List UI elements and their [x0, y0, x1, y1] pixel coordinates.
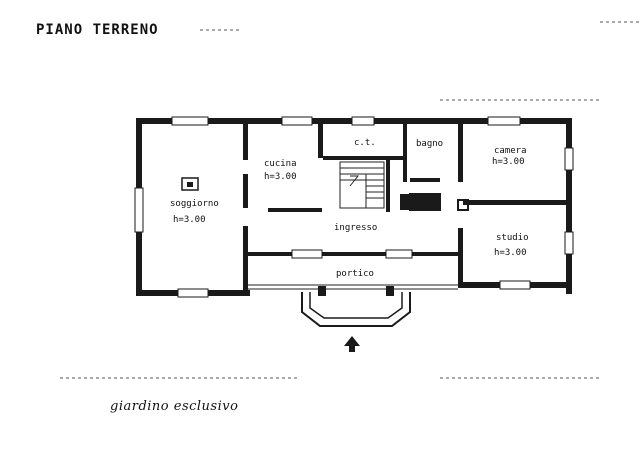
room-soggiorno-label: soggiorno: [170, 199, 219, 209]
room-camera-label: camera: [494, 146, 527, 156]
bagno-shaft: [409, 193, 441, 211]
room-cucina-height: h=3.00: [264, 172, 297, 182]
room-portico-label: portico: [336, 269, 374, 279]
room-studio-height: h=3.00: [494, 248, 527, 258]
plan-title: PIANO TERRENO: [36, 22, 159, 38]
fireplace-symbol: [181, 177, 199, 191]
staircase: [339, 161, 385, 209]
room-cucina-label: cucina: [264, 159, 297, 169]
portico-openings: [248, 249, 458, 290]
room-bagno-label: bagno: [416, 139, 443, 149]
room-studio-label: studio: [496, 233, 529, 243]
room-soggiorno-height: h=3.00: [173, 215, 206, 225]
garden-label: giardino esclusivo: [110, 399, 238, 414]
room-camera-height: h=3.00: [492, 157, 525, 167]
top-windows: [134, 116, 574, 298]
room-ingresso-label: ingresso: [334, 223, 377, 233]
entrance-arrow-icon: [344, 336, 360, 352]
portico-steps: [301, 286, 411, 327]
pillar: [457, 199, 469, 211]
room-ct-label: c.t.: [354, 138, 376, 148]
